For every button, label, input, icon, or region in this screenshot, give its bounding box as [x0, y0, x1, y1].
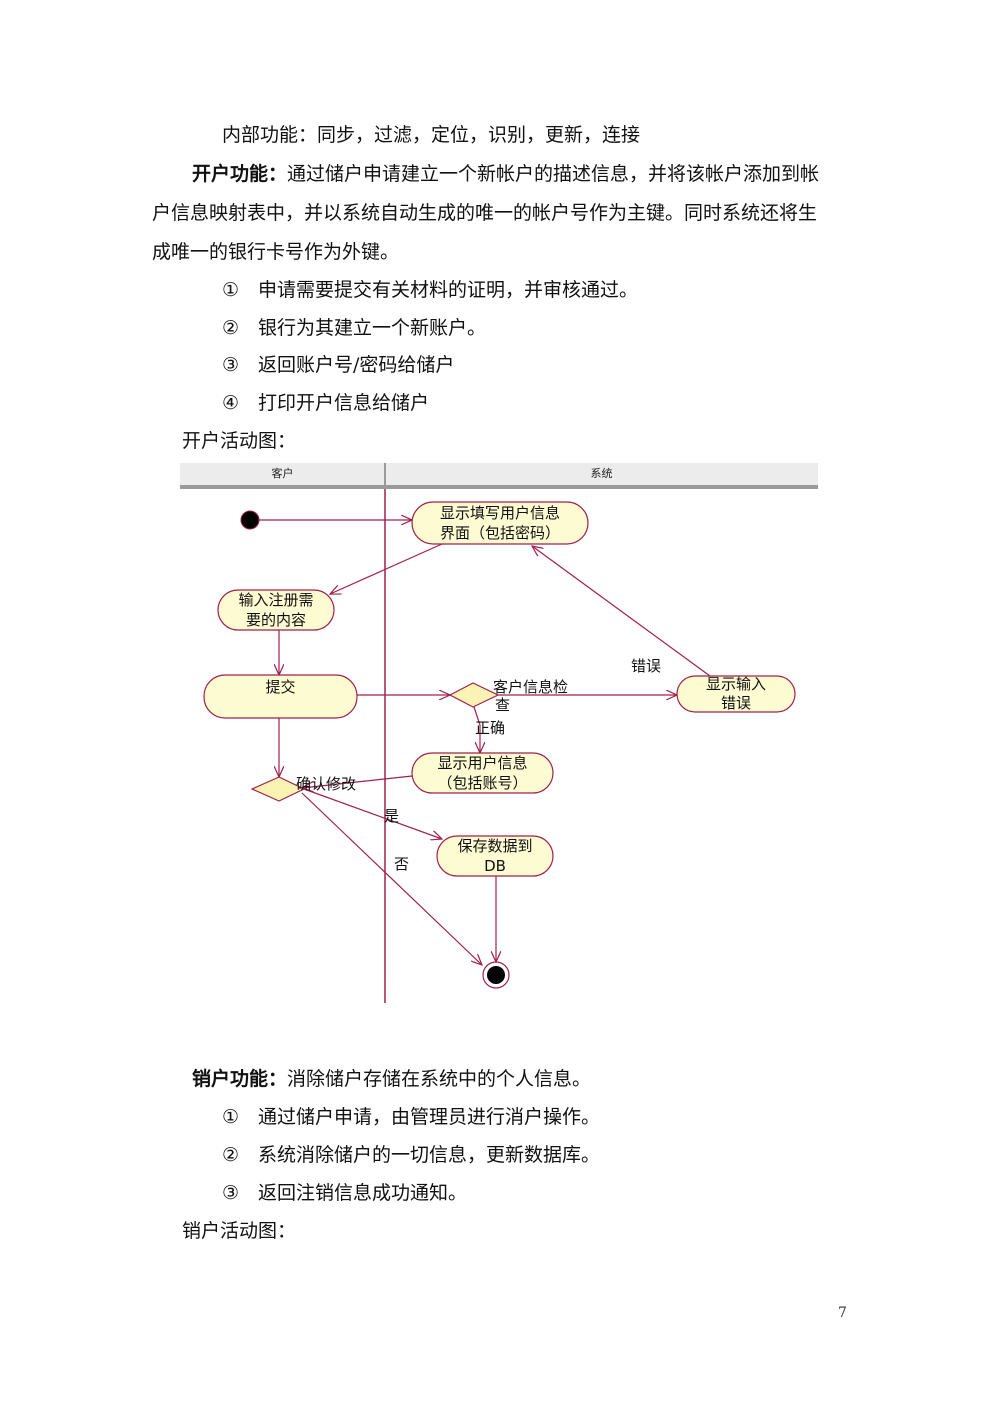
- node-submit: 提交: [265, 678, 296, 696]
- node-show-form: 显示填写用户信息 界面（包括密码）: [439, 504, 560, 542]
- open-account-paragraph-line1: 开户功能：通过储户申请建立一个新帐户的描述信息，并将该帐户添加到帐: [192, 161, 819, 187]
- decision-confirm-label: 确认修改: [296, 775, 357, 793]
- close-account-heading: 销户功能：: [192, 1068, 288, 1090]
- close-diagram-caption: 销户活动图：: [182, 1220, 297, 1242]
- node-show-user-info: 显示用户信息 （包括账号）: [437, 754, 528, 792]
- node-show-error: 显示输入 错误: [705, 675, 766, 712]
- open-account-paragraph-line3: 成唯一的银行卡号作为外键。: [152, 241, 400, 263]
- page-number: 7: [838, 1305, 847, 1321]
- lane-customer-label: 客户: [271, 467, 294, 480]
- edge-label-correct: 正确: [475, 719, 506, 737]
- open-account-description-1: 通过储户申请建立一个新帐户的描述信息，并将该帐户添加到帐: [287, 163, 820, 185]
- diagram-canvas: [180, 463, 818, 1003]
- open-diagram-caption: 开户活动图：: [182, 430, 297, 452]
- close-account-description: 消除储户存储在系统中的个人信息。: [287, 1068, 592, 1090]
- edge-label-no: 否: [394, 855, 410, 873]
- decision-check-label: 客户信息检 查: [493, 678, 569, 714]
- open-account-heading: 开户功能：: [192, 163, 288, 185]
- edge-label-yes: 是: [384, 807, 400, 825]
- open-account-activity-diagram: 客户 系统 显示填写用户信息 界面（包括密码） 输入注册需 要的内容 提交 显示…: [180, 463, 820, 1008]
- internal-functions-line: 内部功能：同步，过滤，定位，识别，更新，连接: [222, 124, 641, 146]
- edge-label-error: 错误: [631, 657, 662, 675]
- node-save-db: 保存数据到 DB: [457, 837, 533, 875]
- open-account-paragraph-line2: 户信息映射表中，并以系统自动生成的唯一的帐户号作为主键。同时系统还将生: [152, 202, 818, 224]
- node-input-content: 输入注册需 要的内容: [238, 591, 314, 629]
- close-account-paragraph: 销户功能：消除储户存储在系统中的个人信息。: [192, 1066, 591, 1092]
- lane-system-label: 系统: [590, 467, 613, 480]
